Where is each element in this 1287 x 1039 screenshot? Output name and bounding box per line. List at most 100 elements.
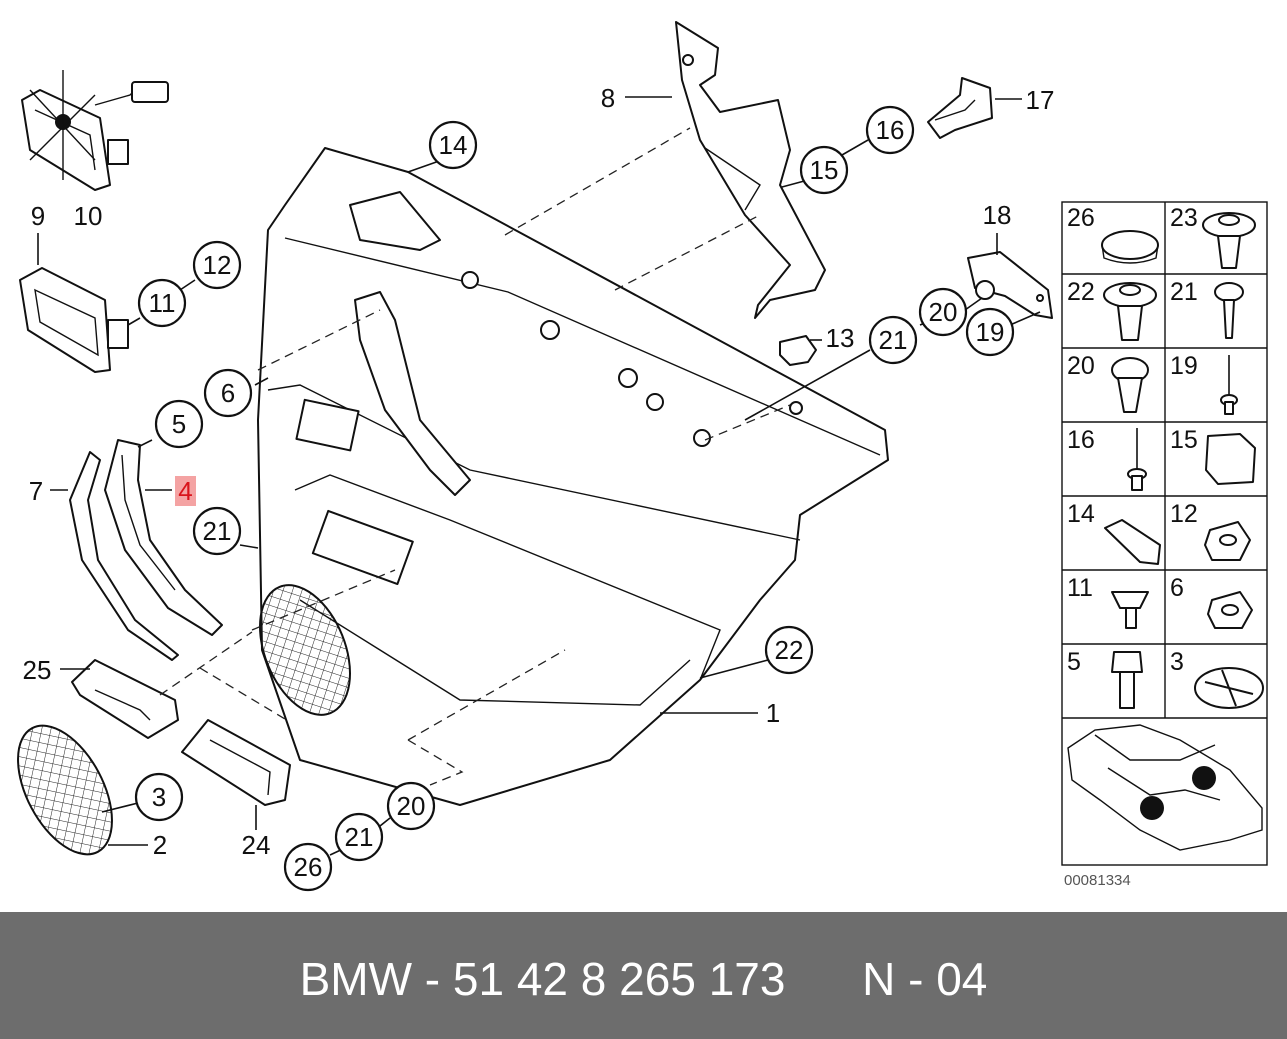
callout-21-upper: 21 xyxy=(868,315,918,365)
svg-text:14: 14 xyxy=(439,130,468,160)
callout-23: 21 xyxy=(192,506,242,556)
pocket-24 xyxy=(181,719,291,806)
svg-text:12: 12 xyxy=(203,250,232,280)
table-cell-5: 5 xyxy=(1067,648,1081,676)
callout-20-lower: 20 xyxy=(386,781,436,831)
table-cell-11: 11 xyxy=(1067,574,1093,602)
push-clip-icon xyxy=(1202,212,1256,269)
expansion-clip-icon xyxy=(1103,282,1157,341)
svg-text:7: 7 xyxy=(29,476,43,506)
callout-4-highlighted: 4 xyxy=(175,476,196,506)
flange-nut-icon xyxy=(1207,591,1253,629)
callout-18: 18 xyxy=(983,200,1012,230)
table-cell-14: 14 xyxy=(1067,500,1095,528)
callout-10: 10 xyxy=(74,201,103,231)
table-cell-12: 12 xyxy=(1170,500,1198,528)
hex-nut-icon xyxy=(1204,521,1251,561)
callout-14: 14 xyxy=(428,120,478,170)
svg-text:18: 18 xyxy=(983,200,1012,230)
door-handle-11-12 xyxy=(19,267,129,373)
callout-13: 13 xyxy=(826,323,855,353)
callout-25: 25 xyxy=(23,655,52,685)
callout-11: 11 xyxy=(137,278,187,328)
callout-24: 24 xyxy=(242,830,271,860)
callout-19: 19 xyxy=(965,307,1015,357)
callout-15: 15 xyxy=(799,145,849,195)
document-number: 00081334 xyxy=(1064,872,1131,889)
table-cell-3: 3 xyxy=(1170,648,1184,676)
cap-icon xyxy=(1101,230,1159,264)
bracket-16-17 xyxy=(927,77,993,139)
svg-text:20: 20 xyxy=(397,791,426,821)
callout-1: 1 xyxy=(766,698,780,728)
square-nut-icon xyxy=(1111,591,1149,629)
svg-text:11: 11 xyxy=(149,288,176,318)
svg-text:26: 26 xyxy=(294,852,323,882)
svg-text:13: 13 xyxy=(826,323,855,353)
callout-17: 17 xyxy=(1026,85,1055,115)
trim-strips-4-5-7 xyxy=(69,439,223,661)
bolt-icon xyxy=(1111,651,1143,709)
callout-9: 9 xyxy=(31,201,45,231)
part-number-label: BMW - 51 42 8 265 173 N - 04 xyxy=(299,953,988,1005)
parts-diagram: 8 14 15 16 17 18 20 19 21 13 22 1 9 10 1… xyxy=(17,21,1268,892)
svg-text:16: 16 xyxy=(876,115,905,145)
svg-text:1: 1 xyxy=(766,698,780,728)
svg-text:20: 20 xyxy=(929,297,958,327)
callout-21-lower: 21 xyxy=(334,812,384,862)
table-cell-19: 19 xyxy=(1170,352,1198,380)
callout-12: 12 xyxy=(192,240,242,290)
table-cell-15: 15 xyxy=(1170,426,1198,454)
bracket-18-19-20 xyxy=(967,251,1053,319)
exploded-view-drawing: 8 14 15 16 17 18 20 19 21 13 22 1 9 10 1… xyxy=(17,21,1268,892)
table-cell-20: 20 xyxy=(1067,352,1095,380)
callout-8: 8 xyxy=(601,83,615,113)
svg-text:21: 21 xyxy=(203,516,232,546)
svg-text:25: 25 xyxy=(23,655,52,685)
svg-text:5: 5 xyxy=(172,409,186,439)
leader-lines xyxy=(37,96,1041,856)
callout-5: 5 xyxy=(154,399,204,449)
callout-2: 2 xyxy=(153,830,167,860)
svg-text:4: 4 xyxy=(178,476,192,506)
svg-text:10: 10 xyxy=(74,201,103,231)
table-cell-21: 21 xyxy=(1170,278,1198,306)
speaker-grille-2 xyxy=(17,724,113,856)
table-cell-23: 23 xyxy=(1170,204,1198,232)
screw-icon xyxy=(1214,282,1244,339)
callout-16: 16 xyxy=(865,105,915,155)
spring-clip-icon xyxy=(1194,667,1264,709)
pin-rivet-icon xyxy=(1127,428,1147,491)
door-trim-panel xyxy=(257,147,889,806)
svg-text:24: 24 xyxy=(242,830,271,860)
bracket-8 xyxy=(675,21,826,319)
callout-7: 7 xyxy=(29,476,43,506)
svg-text:17: 17 xyxy=(1026,85,1055,115)
svg-text:19: 19 xyxy=(976,317,1005,347)
svg-text:21: 21 xyxy=(345,822,374,852)
table-cell-26: 26 xyxy=(1067,204,1095,232)
callout-6: 6 xyxy=(203,368,253,418)
nut-clip-icon xyxy=(1111,357,1149,413)
svg-text:8: 8 xyxy=(601,83,615,113)
clip-13 xyxy=(779,335,817,366)
svg-text:9: 9 xyxy=(31,201,45,231)
clip-nut-icon xyxy=(1205,433,1256,485)
svg-text:6: 6 xyxy=(221,378,235,408)
table-cell-22: 22 xyxy=(1067,278,1095,306)
svg-text:2: 2 xyxy=(153,830,167,860)
fastener-table: 26 23 22 21 20 19 16 15 14 12 11 6 5 3 xyxy=(1061,201,1268,866)
retainer-icon xyxy=(1104,519,1161,565)
door-handle-9-10 xyxy=(21,70,169,191)
callout-3: 3 xyxy=(134,772,184,822)
storage-tray-25 xyxy=(71,659,179,739)
callout-20-upper: 20 xyxy=(918,287,968,337)
table-cell-16: 16 xyxy=(1067,426,1095,454)
svg-text:15: 15 xyxy=(810,155,839,185)
vehicle-locator-icon xyxy=(1067,724,1263,851)
callout-22: 22 xyxy=(764,625,814,675)
callout-26: 26 xyxy=(283,842,333,892)
footer-bar xyxy=(0,912,1287,1039)
svg-text:21: 21 xyxy=(879,325,908,355)
svg-text:3: 3 xyxy=(152,782,166,812)
